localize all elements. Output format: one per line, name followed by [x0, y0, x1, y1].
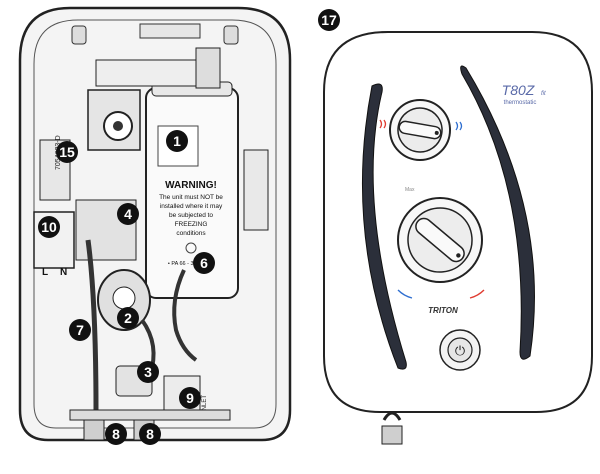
dial-scale-cold-arc [397, 289, 413, 299]
callout-badge [179, 387, 201, 409]
bottom-outlet-hook [382, 411, 402, 421]
callout-badge [105, 423, 127, 445]
callout-badge [139, 423, 161, 445]
callout-8: 8 [105, 423, 127, 445]
callout-number: 7 [76, 322, 84, 338]
warning-line-4: FREEZING [175, 221, 208, 228]
power-button[interactable] [447, 337, 473, 363]
cold-indicator-icon [455, 121, 463, 131]
callout-badge [193, 252, 215, 274]
front-cover: T80Z fit thermostatic Max TRITON ⏻ [323, 31, 593, 445]
callout-badge [56, 141, 78, 163]
warning-line-5: conditions [176, 230, 206, 237]
mode-dial[interactable] [395, 195, 485, 285]
terminal-l-label: L [42, 267, 48, 278]
temperature-dial[interactable] [395, 105, 446, 156]
callout-8: 8 [139, 423, 161, 445]
hose-left [85, 239, 99, 411]
top-bracket [139, 23, 201, 39]
callout-number: 8 [146, 426, 154, 442]
callout-number: 4 [124, 206, 132, 222]
warning-line-1: The unit must NOT be [159, 194, 223, 201]
dial-scale-hot-arc [469, 289, 485, 299]
recycle-icon [185, 242, 197, 254]
callout-3: 3 [137, 361, 159, 383]
callout-badge [318, 9, 340, 31]
callout-number: 17 [321, 12, 337, 28]
bottom-bar [69, 409, 231, 421]
top-fitting [195, 47, 221, 89]
flow-valve-core [112, 286, 136, 310]
callout-9: 9 [179, 387, 201, 409]
callout-badge [137, 361, 159, 383]
callout-number: 6 [200, 255, 208, 271]
side-panel-right [243, 149, 269, 231]
callout-number: 15 [59, 144, 75, 160]
warning-line-3: be subjected to [169, 212, 213, 219]
brand-label: TRITON [428, 306, 458, 315]
model-subtitle: thermostatic [504, 100, 537, 106]
callout-badge [38, 216, 60, 238]
dial-max-label: Max [405, 187, 415, 193]
hot-indicator-icon [379, 119, 387, 129]
callout-17: 17 [318, 9, 340, 31]
outlet-fitting-left [83, 419, 105, 441]
callout-2: 2 [117, 307, 139, 329]
callout-7: 7 [69, 319, 91, 341]
hose-mid [172, 269, 198, 362]
callout-4: 4 [117, 203, 139, 225]
right-side-band [460, 65, 535, 360]
warning-footer: • PA 66 - 30% GF • [168, 261, 214, 267]
valve-hub [113, 121, 123, 131]
callout-number: 9 [186, 390, 194, 406]
model-logo: T80Z [502, 82, 535, 98]
callout-number: 2 [124, 310, 132, 326]
inlet-label: INLET [202, 395, 208, 412]
callout-badge [117, 203, 139, 225]
backplate-inner [33, 19, 277, 429]
callout-number: 3 [144, 364, 152, 380]
top-tab-right [223, 25, 239, 45]
model-logo-suffix: fit [541, 91, 546, 97]
callout-badge [166, 130, 188, 152]
callout-10: 10 [38, 216, 60, 238]
left-side-band [361, 83, 407, 370]
callout-badge [69, 319, 91, 341]
warning-title: WARNING! [165, 180, 217, 191]
top-tab-left [71, 25, 87, 45]
warning-line-2: installed where it may [160, 203, 223, 210]
top-manifold [95, 59, 207, 87]
callout-1: 1 [166, 130, 188, 152]
power-icon: ⏻ [455, 343, 465, 358]
bottom-outlet [381, 425, 403, 445]
callout-layer: 1 2 3 4 6 7 8 8 9 10 15 17 [38, 9, 340, 445]
callout-number: 1 [173, 133, 181, 149]
callout-number: 10 [41, 219, 57, 235]
callout-6: 6 [193, 252, 215, 274]
callout-15: 15 [56, 141, 78, 163]
callout-number: 8 [112, 426, 120, 442]
terminal-n-label: N [60, 267, 67, 278]
callout-badge [117, 307, 139, 329]
